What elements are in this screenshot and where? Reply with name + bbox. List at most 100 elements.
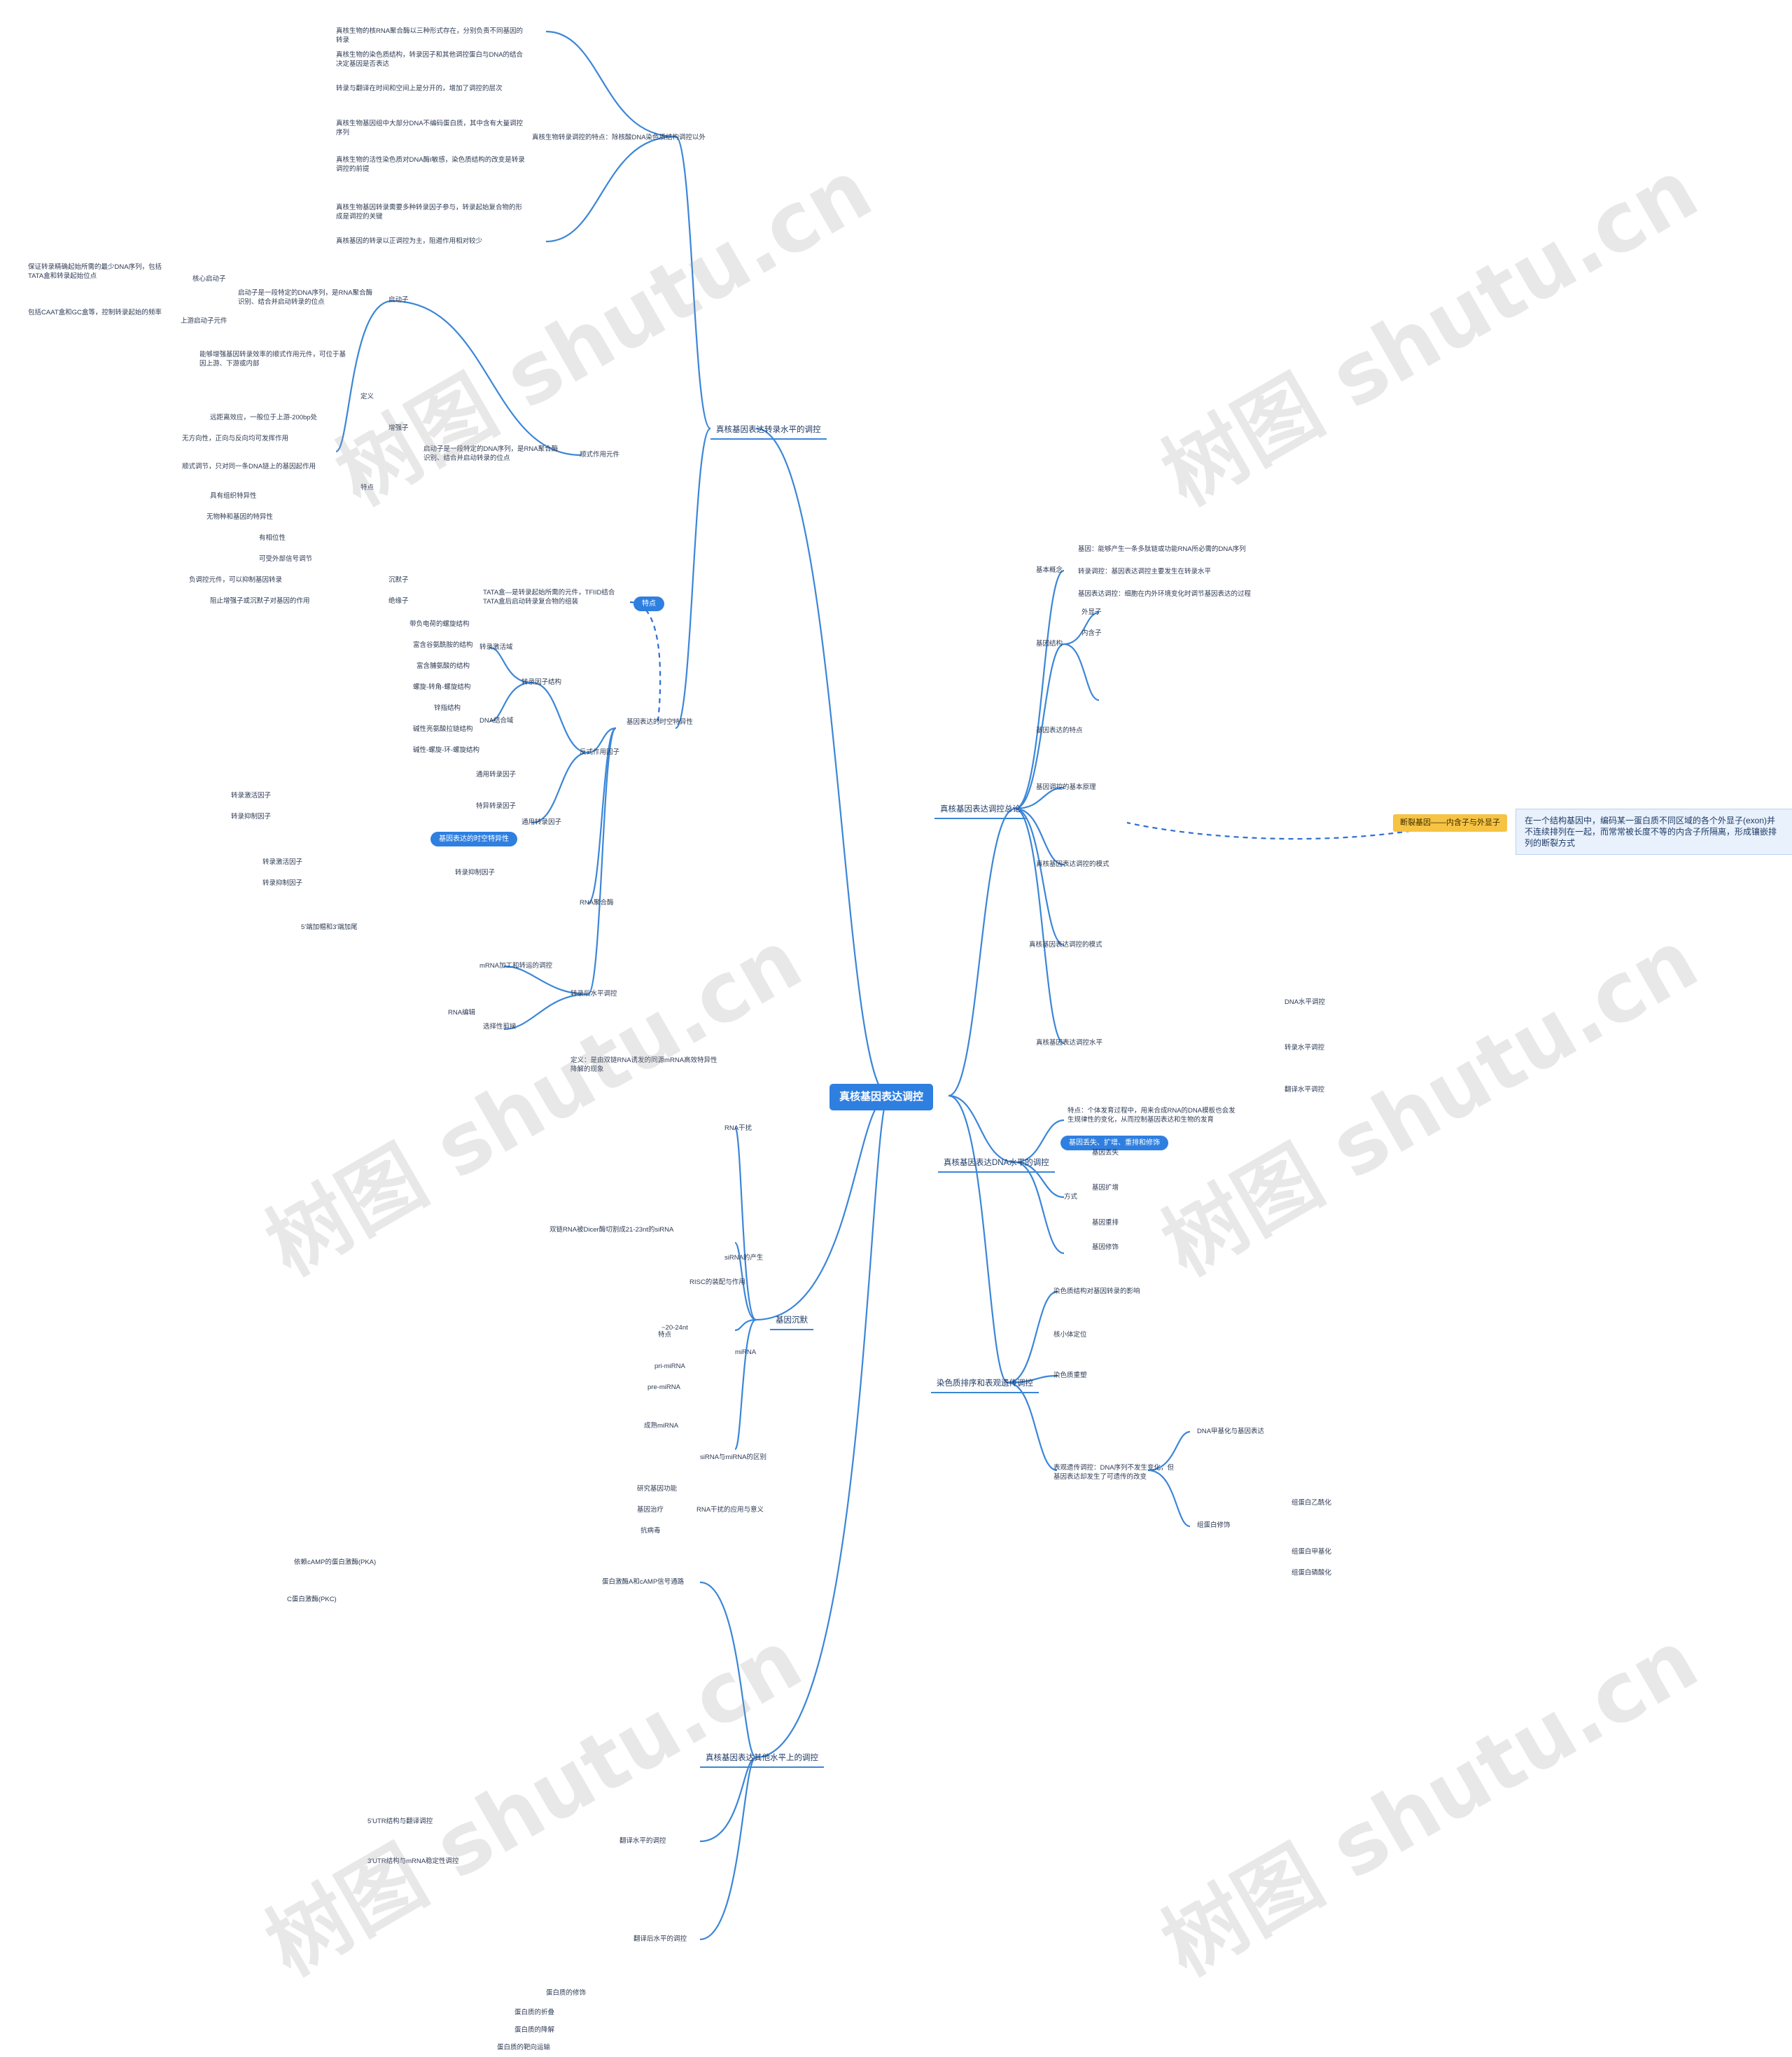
concept-item: 转录调控：基因表达调控主要发生在转录水平: [1078, 568, 1212, 576]
post-translation[interactable]: 翻译后水平的调控: [634, 1935, 687, 1943]
branch-chromatin[interactable]: 染色质排序和表观遗传调控: [931, 1376, 1039, 1393]
specific-tf[interactable]: 特异转录因子: [476, 802, 517, 810]
alt-splicing[interactable]: 选择性剪接: [483, 1023, 517, 1031]
activation-item: 富含谷氨酰胺的结构: [413, 641, 473, 649]
upstream-promoter-desc: 包括CAAT盒和GC盒等，控制转录起始的频率: [28, 309, 162, 316]
rnai-apps[interactable]: RNA干扰的应用与意义: [696, 1506, 764, 1514]
gene-modification[interactable]: 基因修饰: [1092, 1243, 1119, 1251]
mirna-features[interactable]: 特点: [658, 1331, 672, 1339]
tf-types[interactable]: 通用转录因子: [522, 818, 562, 826]
activator[interactable]: 转录激活因子: [231, 792, 272, 800]
dna-methods[interactable]: 方式: [1064, 1193, 1078, 1201]
repressor[interactable]: 转录抑制因子: [231, 813, 272, 821]
concepts[interactable]: 基本概念: [1036, 566, 1063, 574]
features-pill[interactable]: 特点: [634, 597, 664, 611]
rnai-app-item: 抗病毒: [640, 1527, 661, 1535]
activation-item: 富含脯氨酸的结构: [416, 662, 470, 670]
histone-modification[interactable]: 组蛋白修饰: [1197, 1521, 1231, 1529]
gene-rearrangement[interactable]: 基因重排: [1092, 1219, 1119, 1227]
pka[interactable]: 依赖cAMP的蛋白激酶(PKA): [294, 1559, 377, 1566]
activator-desc: 转录激活因子: [262, 858, 303, 866]
dna-binding-item: 碱性亮氨酸拉链结构: [413, 725, 473, 733]
cis-elements[interactable]: 顺式作用元件: [580, 451, 620, 459]
rnai-app-item: 基因治疗: [637, 1506, 664, 1514]
general-tf[interactable]: 通用转录因子: [476, 771, 517, 779]
gene-loss[interactable]: 基因丢失: [1092, 1149, 1119, 1157]
mirna[interactable]: miRNA: [735, 1348, 757, 1356]
feature-item: 真核基因的转录以正调控为主，阻遏作用相对较少: [336, 237, 483, 245]
branch-silencing[interactable]: 基因沉默: [770, 1313, 813, 1330]
rnai[interactable]: RNA干扰: [724, 1124, 752, 1132]
activation-item: 带负电荷的螺旋结构: [410, 620, 470, 628]
dna-level-pill[interactable]: 基因丢失、扩增、重排和修饰: [1060, 1136, 1168, 1150]
enhancer-def[interactable]: 定义: [360, 393, 374, 400]
feature-item: 转录与翻译在时间和空间上是分开的，增加了调控的层次: [336, 85, 503, 92]
protein-mod[interactable]: 蛋白质的修饰: [546, 1989, 587, 1997]
mrna-processing[interactable]: mRNA加工和转运的调控: [479, 962, 552, 970]
exon[interactable]: 外显子: [1082, 608, 1102, 616]
regulation-mode-2[interactable]: 真核基因表达调控的模式: [1029, 941, 1102, 949]
translation-regulation[interactable]: 翻译水平的调控: [620, 1837, 666, 1845]
protein-degr[interactable]: 蛋白质的降解: [514, 2026, 555, 2034]
activation-domain[interactable]: 转录激活域: [479, 643, 513, 651]
dna-methylation[interactable]: DNA甲基化与基因表达: [1197, 1428, 1265, 1435]
dna-binding-item: 锌指结构: [434, 704, 461, 712]
enhancer-feature-item: 有相位性: [259, 534, 286, 542]
intron[interactable]: 内含子: [1082, 629, 1102, 637]
risc[interactable]: RISC的装配与作用: [690, 1278, 746, 1286]
dna-level-desc: 特点：个体发育过程中，用来合成RNA的DNA模板也会发生规律性的变化，从而控制基…: [1068, 1107, 1236, 1124]
rnai-def: 定义：是由双链RNA诱发的同源mRNA高效特异性降解的现象: [570, 1057, 718, 1073]
branch-dna-level[interactable]: 真核基因表达DNA水平的调控: [938, 1155, 1055, 1173]
dna-binding-domain[interactable]: DNA结合域: [479, 717, 514, 725]
protein-fold[interactable]: 蛋白质的折叠: [514, 2009, 555, 2016]
enhancer-features[interactable]: 特点: [360, 484, 374, 491]
spatiotemporal[interactable]: 基因表达的时空特异性: [626, 718, 694, 726]
enhancer-feature-item: 顺式调节，只对同一条DNA链上的基因起作用: [182, 463, 316, 470]
enhancer-feature-item: 具有组织特异性: [210, 492, 257, 500]
tf-pill[interactable]: 基因表达的时空特异性: [430, 832, 517, 846]
multi-level[interactable]: 真核基因表达调控水平: [1036, 1039, 1103, 1047]
sirna-vs-mirna[interactable]: siRNA与miRNA的区别: [700, 1453, 767, 1461]
mrna-cap-tail: 5′端加帽和3′端加尾: [301, 923, 358, 931]
branch-transcription[interactable]: 真核基因表达转录水平的调控: [710, 422, 827, 440]
utr3[interactable]: 3′UTR结构与mRNA稳定性调控: [368, 1857, 459, 1865]
split-gene-node[interactable]: 断裂基因——内含子与外显子: [1393, 814, 1507, 832]
rna-editing[interactable]: RNA编辑: [448, 1009, 476, 1017]
signal-pathway[interactable]: 蛋白激酶A和cAMP信号通路: [602, 1578, 685, 1586]
transcription-features-group[interactable]: 真核生物转录调控的特点：除核酸DNA染色质结构调控以外: [532, 134, 706, 141]
chromatin-structure[interactable]: 染色质结构对基因转录的影响: [1054, 1288, 1140, 1295]
post-transcription[interactable]: 转录后水平调控: [570, 990, 617, 998]
nucleosome[interactable]: 核小体定位: [1054, 1331, 1087, 1339]
chromatin-remodeling[interactable]: 染色质重塑: [1054, 1372, 1087, 1379]
mirna-item: 成熟miRNA: [644, 1422, 679, 1430]
gene-structure[interactable]: 基因结构: [1036, 640, 1063, 648]
repressor-node[interactable]: 转录抑制因子: [455, 869, 496, 877]
utr5[interactable]: 5′UTR结构与翻译调控: [368, 1818, 433, 1825]
rna-polymerase[interactable]: RNA聚合酶: [580, 899, 614, 907]
promoter[interactable]: 启动子: [388, 296, 409, 304]
core-promoter[interactable]: 核心启动子: [192, 275, 226, 283]
insulator[interactable]: 绝缘子: [388, 597, 409, 605]
protein-target[interactable]: 蛋白质的靶向运输: [497, 2044, 551, 2051]
multi-level-item: 翻译水平调控: [1284, 1086, 1325, 1094]
upstream-promoter[interactable]: 上游启动子元件: [181, 317, 227, 325]
enhancer[interactable]: 增强子: [388, 424, 409, 432]
tf-structure[interactable]: 转录因子结构: [522, 678, 562, 686]
gene-amplification[interactable]: 基因扩增: [1092, 1184, 1119, 1192]
sirna[interactable]: siRNA的产生: [724, 1254, 764, 1262]
tata-desc: TATA盒—是转录起始所需的元件，TFIID结合TATA盒后启动转录复合物的组装: [483, 589, 615, 606]
regulation-basis[interactable]: 基因调控的基本原理: [1036, 783, 1096, 791]
enhancer-feature-item: 无方向性，正向与反向均可发挥作用: [182, 435, 289, 442]
regulation-mode[interactable]: 真核基因表达调控的模式: [1036, 860, 1110, 868]
expression-features[interactable]: 基因表达的特点: [1036, 727, 1083, 734]
branch-post-other[interactable]: 真核基因表达其他水平上的调控: [700, 1750, 824, 1768]
silencer[interactable]: 沉默子: [388, 576, 409, 584]
core-promoter-desc: 保证转录精确起始所需的最少DNA序列，包括TATA盒和转录起始位点: [28, 263, 162, 280]
pkc[interactable]: C蛋白激酶(PKC): [287, 1596, 337, 1603]
trans-factors[interactable]: 反式作用因子: [580, 748, 620, 756]
root-node[interactable]: 真核基因表达调控: [830, 1084, 934, 1110]
branch-overview[interactable]: 真核基因表达调控总论: [934, 802, 1026, 819]
concept-item: 基因表达调控：细胞在内外环境变化时调节基因表达的过程: [1078, 590, 1252, 598]
